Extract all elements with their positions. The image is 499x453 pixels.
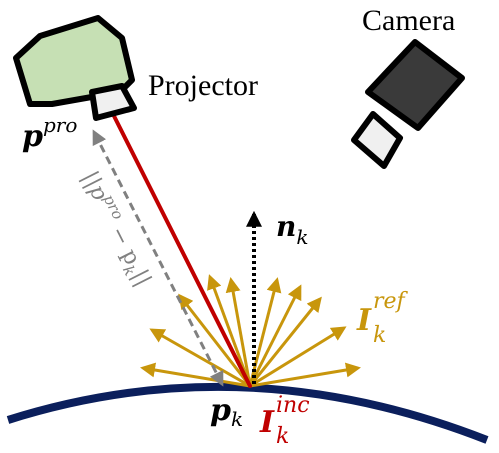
reflected-label-sub: k [373, 323, 386, 348]
reflected-ray [248, 284, 302, 387]
camera-body [365, 39, 465, 131]
camera-lens [351, 111, 403, 169]
reflected-ray [249, 326, 347, 388]
reflected-ray [225, 277, 252, 387]
reflected-label-sup: ref [373, 289, 409, 314]
surface-point-label: pk [210, 393, 243, 431]
projector-label: Projector [148, 69, 258, 102]
distance-label: ||ppro − pk|| [73, 166, 159, 293]
reflected-ray [249, 362, 361, 388]
normal-label: nk [276, 210, 308, 249]
incident-ray [112, 114, 252, 388]
projector-body [13, 15, 135, 107]
incident-label-base: I [259, 405, 275, 440]
reflected-ray [248, 296, 322, 387]
incident-label-sub: k [276, 424, 289, 449]
camera-label: Camera [362, 4, 455, 37]
distance-arrow [92, 129, 224, 387]
camera-icon [351, 39, 465, 169]
reflected-label-base: I [356, 303, 372, 338]
incident-label: I inc k [259, 393, 310, 449]
reflected-ray [248, 277, 282, 387]
p-pro-label: ppro [22, 113, 77, 154]
projector-lens [89, 83, 137, 121]
reflected-label: I ref k [356, 289, 409, 348]
reflected-rays [140, 274, 361, 388]
projector-icon [13, 15, 137, 121]
surface-curve [6, 382, 489, 444]
incident-label-sup: inc [276, 393, 310, 418]
